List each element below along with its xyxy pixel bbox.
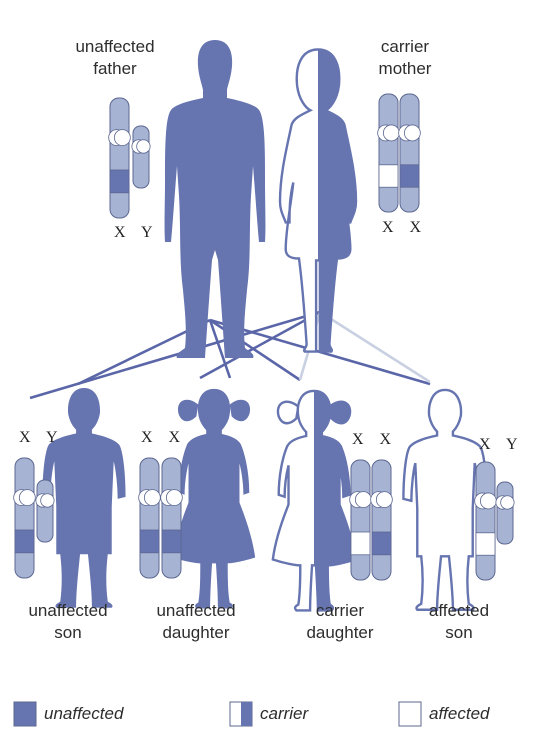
daughter-carrier-figure — [271, 389, 357, 612]
child-3-x-chromosome-1 — [349, 459, 372, 581]
mother-x-chromosome-2 — [398, 93, 421, 213]
child-1-x-chromosome — [13, 457, 36, 579]
father-label: unaffected father — [50, 36, 180, 80]
child-2-label: unaffected daughter — [136, 600, 256, 644]
mother-x-chromosome-1 — [377, 93, 400, 213]
child-3-label: carrier daughter — [285, 600, 395, 644]
father-label-line1: unaffected — [75, 37, 155, 56]
father-figure — [164, 40, 266, 358]
mother-label-line2: mother — [378, 59, 432, 78]
legend-unaffected-swatch — [13, 701, 37, 727]
child-2-chromosome-letters: X X — [141, 429, 187, 446]
father-chromosome-letters: X Y — [114, 224, 159, 241]
inheritance-line-5 — [29, 310, 321, 400]
child-2-label-line1: unaffected — [156, 601, 236, 620]
chromosomes-layer — [13, 93, 515, 581]
father-label-line2: father — [93, 59, 137, 78]
child-4-x-chromosome — [474, 461, 497, 581]
legend-affected-label: affected — [429, 704, 490, 723]
mother-chromosome-letters: X X — [382, 219, 428, 236]
child-1-label-line1: unaffected — [28, 601, 108, 620]
child-1-chromosome-letters: X Y — [19, 429, 64, 446]
son-unaffected-figure — [42, 387, 126, 608]
child-4-label-line1: affected — [428, 601, 490, 620]
legend — [13, 701, 422, 727]
child-1-label: unaffected son — [8, 600, 128, 644]
child-4-chromosome-letters: X Y — [479, 436, 524, 453]
legend-affected-swatch — [398, 701, 422, 727]
child-3-label-line2: daughter — [306, 623, 374, 642]
child-4-label: affected son — [404, 600, 514, 644]
child-4-label-line2: son — [445, 623, 473, 642]
mother-label-line1: carrier — [380, 37, 430, 56]
child-3-x-chromosome-2 — [370, 459, 393, 581]
child-4-y-chromosome — [495, 481, 515, 545]
child-2-label-line2: daughter — [162, 623, 230, 642]
son-affected-figure — [402, 388, 488, 611]
inheritance-line-2 — [208, 319, 232, 379]
figures-layer — [42, 40, 488, 612]
mother-figure — [278, 48, 358, 353]
father-x-chromosome — [108, 97, 131, 219]
child-3-label-line1: carrier — [315, 601, 365, 620]
child-1-y-chromosome — [35, 479, 55, 543]
child-3-chromosome-letters: X X — [352, 431, 398, 448]
legend-unaffected-label: unaffected — [44, 704, 124, 723]
child-2-x-chromosome-1 — [138, 457, 161, 579]
daughter-unaffected-figure — [172, 388, 256, 609]
legend-carrier-swatch — [229, 701, 253, 727]
father-y-chromosome — [131, 125, 151, 189]
legend-carrier-label: carrier — [260, 704, 309, 723]
mother-label: carrier mother — [350, 36, 460, 80]
child-1-label-line2: son — [54, 623, 82, 642]
child-2-x-chromosome-2 — [160, 457, 183, 579]
inheritance-line-8 — [319, 310, 431, 384]
inheritance-line-6 — [199, 310, 321, 380]
